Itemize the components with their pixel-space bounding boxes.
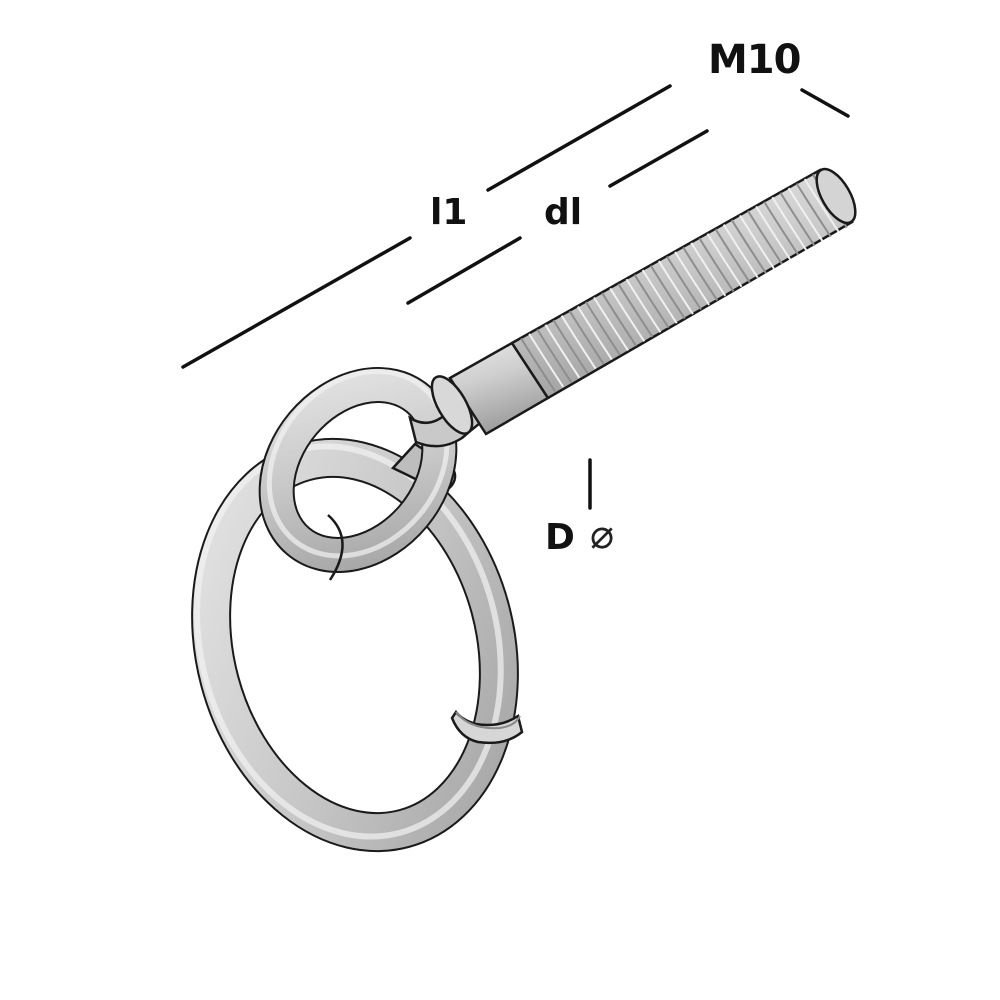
thread-ridge <box>674 251 710 306</box>
thread-ridge <box>698 237 735 292</box>
dim-line-dl-upper <box>608 129 709 188</box>
thread-ridge <box>755 205 791 260</box>
thread-ridge <box>544 324 581 379</box>
total-length-label: l1 <box>430 192 468 233</box>
thread-ridge <box>609 287 646 342</box>
thread-ridge <box>658 260 694 315</box>
thread-ridge <box>601 292 637 347</box>
thread-ridge <box>682 246 719 301</box>
thread-ridge <box>585 301 621 356</box>
thread-ridge <box>536 328 573 383</box>
thread-ridge <box>747 210 783 265</box>
thread-ridge <box>552 319 589 374</box>
thread-ridge <box>528 333 565 388</box>
large-ring <box>191 437 519 853</box>
thread-ridge <box>568 310 605 365</box>
thread-ridge <box>722 224 759 279</box>
thread-ridge <box>779 192 816 247</box>
thread-length-label: dl <box>544 192 583 233</box>
large-ring-front-arc <box>327 514 344 581</box>
large-ring-fill <box>193 439 517 851</box>
thread-ridge <box>649 265 686 320</box>
thread-ridge <box>771 196 808 251</box>
thread-ridge <box>625 278 662 333</box>
thread-ridge <box>803 178 840 233</box>
thread-ridge <box>730 219 767 274</box>
thread-ridge <box>763 201 800 256</box>
thread-ridge <box>787 187 824 242</box>
bolt-thread <box>510 167 857 400</box>
thread-ridge <box>795 183 832 238</box>
diameter-symbol-icon: ⌀ <box>590 512 615 558</box>
thread-ridge <box>714 228 751 283</box>
dim-line-l1-lower <box>181 236 412 369</box>
thread-ridge <box>633 274 670 329</box>
eye-loop <box>258 367 458 573</box>
dim-line-l1-upper <box>486 84 672 192</box>
dim-line-dl-lower <box>406 236 522 305</box>
thread-ridge <box>617 283 654 338</box>
dim-line-thread-leader <box>800 88 850 118</box>
thread-ridge <box>690 242 727 297</box>
thread-ridge <box>560 315 597 370</box>
thread-ridge <box>706 233 743 288</box>
ring-diameter-label: D <box>545 517 575 558</box>
dimension-lines <box>181 84 850 510</box>
thread-size-label: M10 <box>708 37 801 83</box>
thread-ridge <box>739 214 775 270</box>
ring-collar <box>450 709 524 745</box>
thread-ridge <box>576 306 613 361</box>
thread-ridge <box>641 269 678 324</box>
thread-ridge <box>593 296 629 352</box>
thread-ridge <box>666 255 702 311</box>
thread-ridge <box>520 337 556 392</box>
